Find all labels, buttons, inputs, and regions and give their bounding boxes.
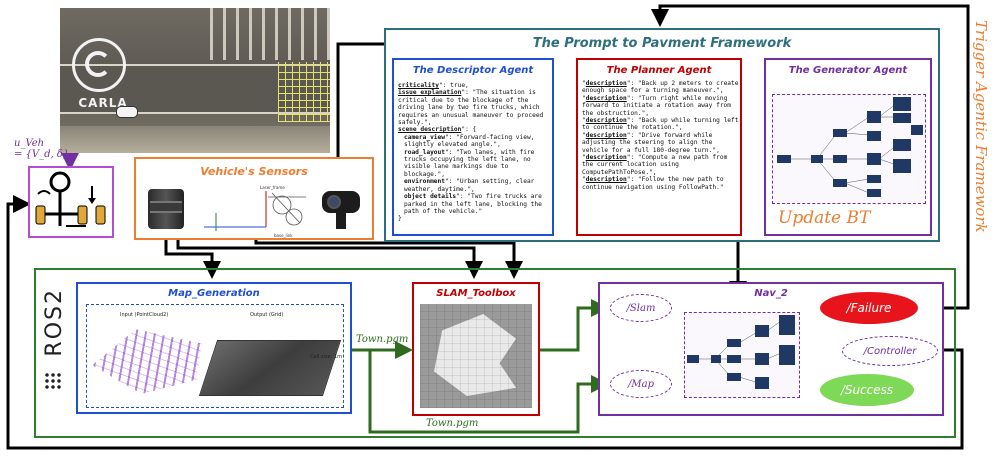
descriptor-line: object details": "Two fire trucks are pa… (404, 193, 542, 215)
grid-output-label: Output (Grid) (250, 312, 284, 318)
behavior-tree-graph (777, 97, 923, 197)
descriptor-line: road_layout": "Two lanes, with fire truc… (404, 148, 535, 178)
parking-grid (278, 62, 330, 122)
trigger-loop-arrow (651, 4, 970, 310)
frame-axes-sketch: Laser_frame base_link (204, 185, 306, 238)
controller-node: /Controller (842, 336, 938, 366)
planner-step: "description": "Turn right while moving … (582, 94, 732, 117)
cell-size-label: Cell size: 1m (310, 354, 342, 360)
planner-step: "description": "Compute a new path from … (582, 154, 728, 176)
descriptor-line: environment": "Urban setting, clear weat… (404, 178, 535, 193)
planner-step: "description": "Back up while turning le… (582, 117, 739, 132)
generator-title: The Generator Agent (788, 65, 908, 76)
slam-map-image (420, 304, 532, 408)
generator-agent-panel: The Generator Agent Update BT (764, 58, 932, 236)
descriptor-line: } (398, 215, 402, 223)
planner-step: "description": "Back up 2 meters to crea… (582, 80, 739, 95)
town-pgm-label-2: Town.pgm (426, 418, 479, 429)
success-node: /Success (820, 374, 914, 406)
descriptor-line: issue explanation": "The situation is cr… (398, 89, 544, 127)
nav2-map-node: /Map (610, 370, 672, 398)
ego-vehicle (116, 106, 138, 118)
planner-step: "description": "Follow the new path to c… (582, 176, 724, 191)
nav2-tree-graph (687, 315, 795, 389)
descriptor-agent-panel: The Descriptor Agent criticality": true,… (392, 58, 554, 236)
framework-title: The Prompt to Pavment Framework (532, 36, 792, 51)
laser-frame-label: Laser_frame (260, 185, 285, 190)
ros2-logo-text: ROS2 (42, 288, 67, 357)
nav2-title: Nav_2 (754, 288, 788, 299)
failure-node: /Failure (820, 292, 918, 324)
map-gen-title: Map_Generation (168, 288, 260, 299)
carla-logo (72, 38, 126, 92)
controller-to-vehicle-arrow (6, 195, 964, 450)
descriptor-text: criticality": true, issue explanation": … (398, 82, 550, 223)
control-input-label: u_Veh = {V_d, δ} (14, 138, 84, 160)
slam-toolbox-panel: SLAM_Toolbox (412, 282, 540, 416)
descriptor-line: camera_view": "Forward-facing view, slig… (404, 133, 535, 149)
planner-title: The Planner Agent (606, 65, 712, 76)
slam-title: SLAM_Toolbox (436, 288, 516, 299)
planner-steps: "description": "Back up 2 meters to crea… (582, 80, 740, 191)
slam-to-nav2-arrow (540, 299, 609, 352)
planner-step: "description": "Drive forward while adju… (582, 131, 720, 154)
vehicle-schematic-icon (35, 171, 106, 227)
town-pgm-label-1: Town.pgm (356, 334, 409, 345)
base-link-label: base_link (274, 233, 293, 238)
vehicle-sensors-panel: Vehicle's Sensors Laser_frame base_link (134, 157, 374, 240)
behavior-tree-image (772, 94, 926, 204)
descriptor-line: scene description": { (398, 126, 477, 134)
carla-logo-text: CARLA (78, 96, 128, 110)
control-input-line1: u_Veh (14, 138, 45, 149)
descriptor-line: criticality": true, (398, 82, 469, 89)
nav2-tree-image (684, 312, 800, 398)
ros2-panel (34, 268, 956, 438)
mapgen-to-map-arrow (368, 350, 609, 434)
vehicle-control-box (28, 166, 114, 238)
update-bt-label: Update BT (778, 208, 871, 228)
sensors-title: Vehicle's Sensors (200, 165, 308, 178)
ros2-logo: ROS2 (40, 288, 70, 398)
camera-icon (322, 191, 360, 213)
control-input-line2: = {V_d, δ} (14, 149, 70, 160)
descriptor-title: The Descriptor Agent (412, 65, 534, 76)
grid-output-image (198, 340, 342, 396)
lidar-icon (148, 189, 184, 229)
pointcloud-input-label: Input (PointCloud2) (120, 312, 169, 318)
carla-scene-image: CARLA (60, 8, 330, 153)
nav2-slam-node: /Slam (610, 294, 672, 322)
ros2-dots-icon (44, 372, 62, 390)
trigger-framework-label: Trigger Agentic Framework (972, 20, 990, 233)
planner-agent-panel: The Planner Agent "description": "Back u… (576, 58, 742, 236)
map-generation-panel: Map_Generation Input (PointCloud2) Outpu… (76, 282, 352, 414)
